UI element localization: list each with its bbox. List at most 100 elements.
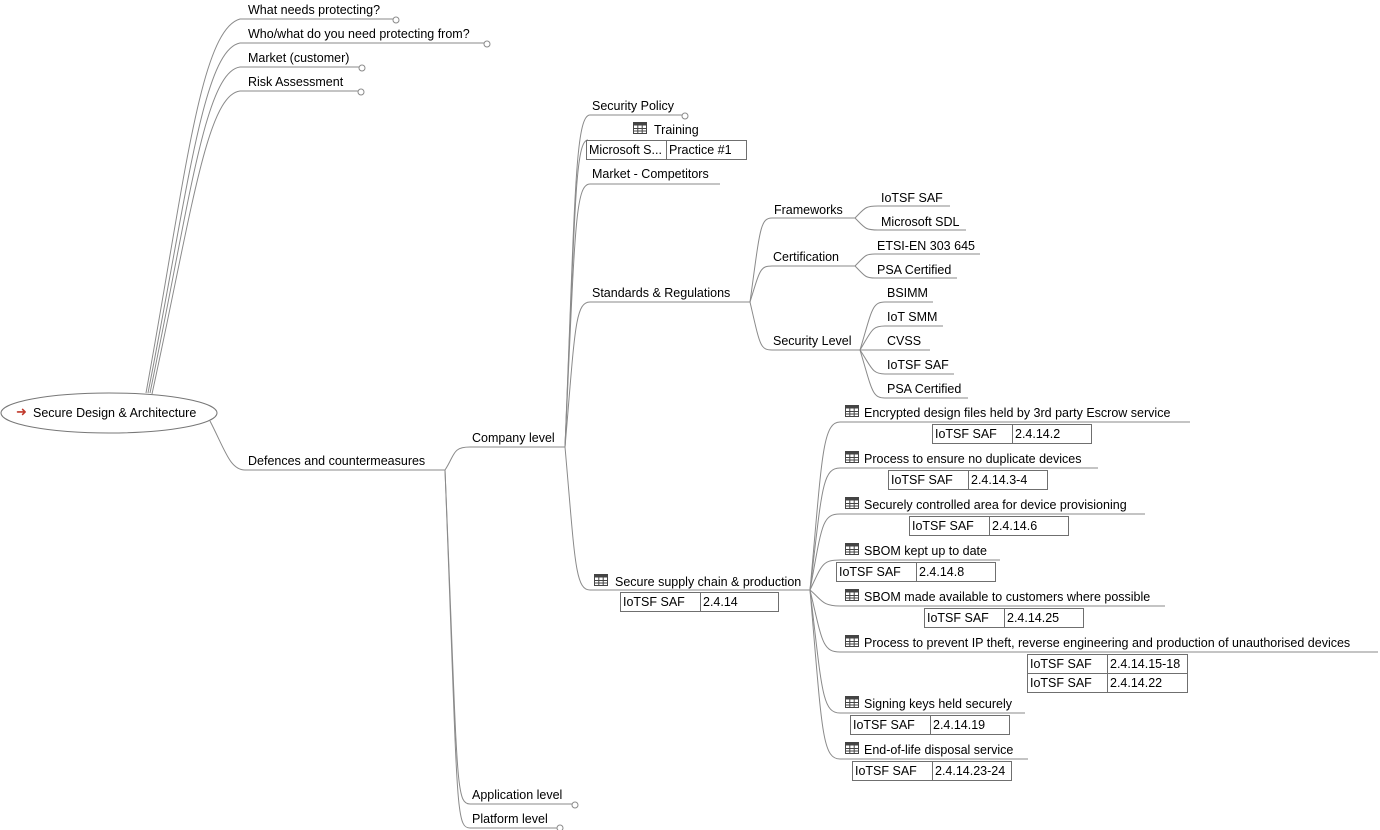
node-application-level[interactable]: Application level	[472, 788, 563, 802]
connector-keys	[809, 589, 1025, 714]
node-cert-psa[interactable]: PSA Certified	[877, 263, 952, 277]
node-cert-etsi[interactable]: ETSI-EN 303 645	[877, 239, 975, 253]
node-sbom-available[interactable]: SBOM made available to customers where p…	[864, 590, 1151, 604]
node-who-what[interactable]: Who/what do you need protecting from?	[248, 27, 470, 41]
connector-fw-iotsf	[854, 205, 950, 219]
connector-market-customer	[149, 66, 361, 394]
table-row: IoTSF SAF 2.4.14	[621, 593, 778, 611]
connector-security-level	[749, 301, 860, 351]
table-row: Microsoft S... Practice #1	[587, 141, 746, 159]
connector-cert-etsi	[854, 253, 980, 267]
sbom-table: IoTSF SAF 2.4.14.8	[836, 562, 996, 582]
table-icon	[845, 543, 859, 555]
node-escrow[interactable]: Encrypted design files held by 3rd party…	[864, 406, 1171, 420]
table-row: IoTSF SAF 2.4.14.3-4	[889, 471, 1047, 489]
connector-market-competitors	[564, 183, 720, 448]
connector-area	[809, 513, 1145, 591]
node-market-customer[interactable]: Market (customer)	[248, 51, 350, 65]
node-sl-bsimm[interactable]: BSIMM	[887, 286, 928, 300]
end-of-life-table: IoTSF SAF 2.4.14.23-24	[852, 761, 1012, 781]
table-icon	[845, 742, 859, 754]
connector-dup	[809, 467, 1098, 591]
collapse-marker-risk	[357, 88, 365, 96]
connector-frameworks	[749, 217, 855, 303]
node-what-needs-protecting[interactable]: What needs protecting?	[248, 3, 381, 17]
node-security-policy[interactable]: Security Policy	[592, 99, 674, 113]
connector-application	[444, 469, 574, 805]
root-node-label[interactable]: Secure Design & Architecture	[33, 406, 197, 420]
signing-keys-table: IoTSF SAF 2.4.14.19	[850, 715, 1010, 735]
node-sl-iotsf[interactable]: IoTSF SAF	[887, 358, 949, 372]
node-frameworks[interactable]: Frameworks	[774, 203, 843, 217]
area-table: IoTSF SAF 2.4.14.6	[909, 516, 1069, 536]
collapse-marker-what-needs	[392, 16, 400, 24]
node-end-of-life[interactable]: End-of-life disposal service	[864, 743, 1014, 757]
connector-sbom-avail	[809, 589, 1165, 607]
node-market-competitors[interactable]: Market - Competitors	[592, 167, 709, 181]
node-certification[interactable]: Certification	[773, 250, 839, 264]
table-cell: 2.4.14.8	[916, 563, 995, 581]
table-cell: IoTSF SAF	[839, 565, 901, 579]
connector-sl-psa	[859, 349, 968, 399]
table-icon	[594, 574, 608, 586]
node-signing-keys[interactable]: Signing keys held securely	[864, 697, 1012, 711]
table-icon	[845, 451, 859, 463]
node-fw-iotsf[interactable]: IoTSF SAF	[881, 191, 943, 205]
table-cell: IoTSF SAF	[1030, 676, 1092, 690]
connector-escrow	[809, 421, 1190, 591]
connector-defences	[209, 420, 445, 471]
connector-sbom	[809, 559, 1000, 591]
node-ip-theft[interactable]: Process to prevent IP theft, reverse eng…	[864, 636, 1351, 650]
node-defences[interactable]: Defences and countermeasures	[248, 454, 426, 468]
table-row: IoTSF SAF 2.4.14.6	[910, 517, 1068, 535]
table-cell: 2.4.14.15-18	[1107, 655, 1187, 673]
table-cell: 2.4.14.23-24	[932, 762, 1011, 780]
node-sl-iotsmm[interactable]: IoT SMM	[887, 310, 938, 324]
connector-risk	[151, 90, 360, 395]
connector-company	[444, 446, 565, 471]
collapse-marker-who-what	[483, 40, 491, 48]
table-cell: 2.4.14	[700, 593, 778, 611]
table-cell: IoTSF SAF	[1030, 657, 1092, 671]
supply-chain-table: IoTSF SAF 2.4.14	[620, 592, 779, 612]
sbom-available-table: IoTSF SAF 2.4.14.25	[924, 608, 1084, 628]
table-cell: IoTSF SAF	[853, 718, 915, 732]
training-table: Microsoft S... Practice #1	[586, 140, 747, 160]
collapse-marker-application	[571, 801, 579, 809]
duplicate-table: IoTSF SAF 2.4.14.3-4	[888, 470, 1048, 490]
node-sl-psa[interactable]: PSA Certified	[887, 382, 962, 396]
collapse-marker-security-policy	[681, 112, 689, 120]
connector-who-what	[147, 42, 487, 394]
node-training[interactable]: Training	[654, 123, 699, 137]
node-sbom[interactable]: SBOM kept up to date	[864, 544, 987, 558]
connector-what-needs	[145, 18, 395, 394]
table-cell: IoTSF SAF	[927, 611, 989, 625]
table-row: IoTSF SAF 2.4.14.19	[851, 716, 1009, 734]
collapse-marker-market	[358, 64, 366, 72]
node-supply-chain[interactable]: Secure supply chain & production	[615, 575, 802, 589]
table-cell: 2.4.14.19	[930, 716, 1009, 734]
ip-theft-table: IoTSF SAF 2.4.14.15-18 IoTSF SAF 2.4.14.…	[1027, 654, 1188, 693]
table-cell: IoTSF SAF	[912, 519, 974, 533]
collapse-marker-platform	[556, 824, 564, 830]
node-controlled-area[interactable]: Securely controlled area for device prov…	[864, 498, 1127, 512]
table-cell: IoTSF SAF	[891, 473, 953, 487]
table-icon	[845, 696, 859, 708]
node-company-level[interactable]: Company level	[472, 431, 555, 445]
node-security-level[interactable]: Security Level	[773, 334, 852, 348]
connector-platform	[444, 469, 559, 829]
node-sl-cvss[interactable]: CVSS	[887, 334, 922, 348]
table-row: IoTSF SAF 2.4.14.23-24	[853, 762, 1011, 780]
node-fw-sdl[interactable]: Microsoft SDL	[881, 215, 960, 229]
table-row: IoTSF SAF 2.4.14.25	[925, 609, 1083, 627]
connector-supply	[564, 446, 810, 591]
node-duplicate-devices[interactable]: Process to ensure no duplicate devices	[864, 452, 1082, 466]
connector-security-policy	[564, 114, 684, 448]
node-standards-regulations[interactable]: Standards & Regulations	[592, 286, 731, 300]
table-row: IoTSF SAF 2.4.14.2	[933, 425, 1091, 443]
node-risk-assessment[interactable]: Risk Assessment	[248, 75, 344, 89]
node-platform-level[interactable]: Platform level	[472, 812, 548, 826]
table-cell: 2.4.14.3-4	[968, 471, 1047, 489]
connector-standards	[564, 301, 750, 448]
